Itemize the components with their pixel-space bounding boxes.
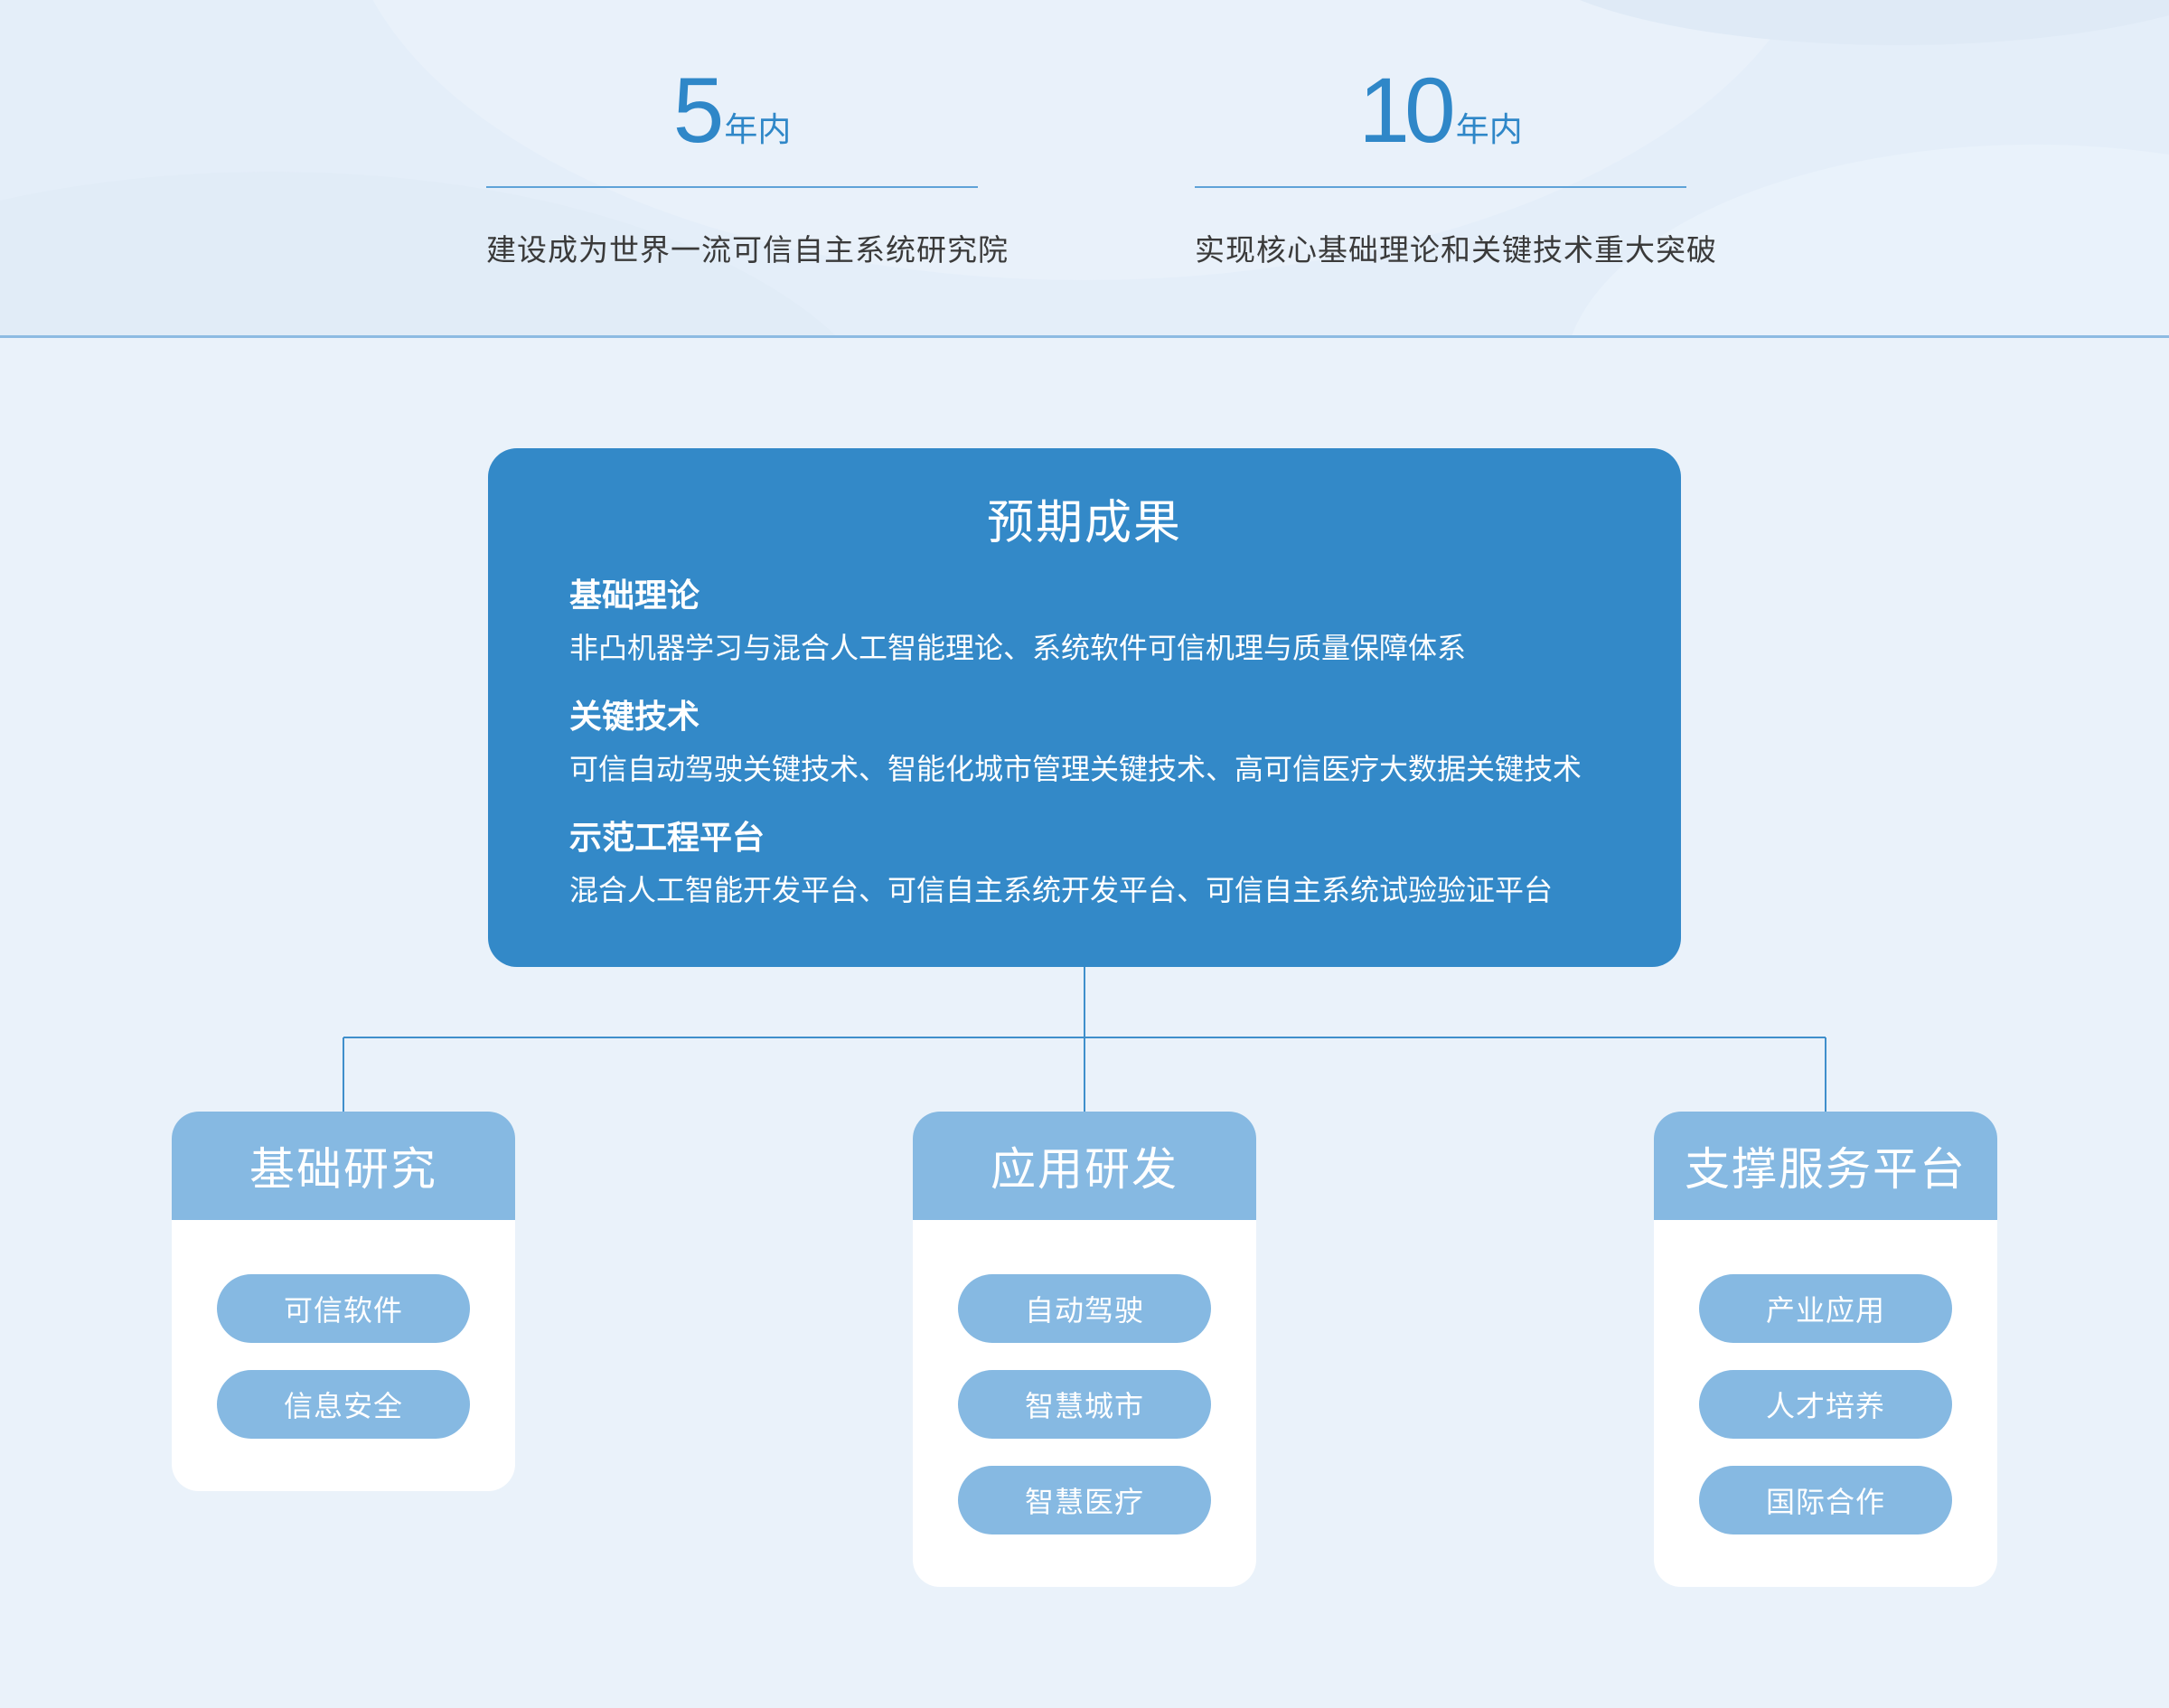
branch-item: 可信软件 <box>217 1274 470 1343</box>
goal-5-years: 5 年内 建设成为世界一流可信自主系统研究院 <box>486 59 1009 269</box>
branch-item: 智慧城市 <box>958 1370 1211 1439</box>
branch-item: 智慧医疗 <box>958 1466 1211 1534</box>
branch-item: 自动驾驶 <box>958 1274 1211 1343</box>
branch-basic-research: 基础研究 可信软件 信息安全 <box>172 1112 515 1491</box>
branch-applied-rnd: 应用研发 自动驾驶 智慧城市 智慧医疗 <box>913 1112 1256 1587</box>
goals-band: 5 年内 建设成为世界一流可信自主系统研究院 10 年内 实现核心基础理论和关键… <box>0 0 2169 338</box>
branch-support-platform: 支撑服务平台 产业应用 人才培养 国际合作 <box>1654 1112 1997 1587</box>
outcome-section-theory: 基础理论 非凸机器学习与混合人工智能理论、系统软件可信机理与质量保障体系 <box>569 575 1654 669</box>
expected-outcomes-box: 预期成果 基础理论 非凸机器学习与混合人工智能理论、系统软件可信机理与质量保障体… <box>488 448 1681 967</box>
goal-description: 实现核心基础理论和关键技术重大突破 <box>1195 232 1717 267</box>
goal-divider <box>486 186 978 188</box>
branch-title: 应用研发 <box>913 1112 1256 1220</box>
goal-unit: 年内 <box>724 110 792 149</box>
branch-item: 人才培养 <box>1699 1370 1952 1439</box>
goal-number: 5 <box>672 59 725 162</box>
goal-10-years: 10 年内 实现核心基础理论和关键技术重大突破 <box>1195 59 1717 269</box>
branch-item: 国际合作 <box>1699 1466 1952 1534</box>
section-text: 可信自动驾驶关键技术、智能化城市管理关键技术、高可信医疗大数据关键技术 <box>569 752 1582 786</box>
outcome-section-key-tech: 关键技术 可信自动驾驶关键技术、智能化城市管理关键技术、高可信医疗大数据关键技术 <box>569 696 1654 790</box>
goal-divider <box>1195 186 1686 188</box>
section-heading: 关键技术 <box>569 699 700 736</box>
section-text: 混合人工智能开发平台、可信自主系统开发平台、可信自主系统试验验证平台 <box>569 873 1554 907</box>
branch-title: 支撑服务平台 <box>1654 1112 1997 1220</box>
branch-item: 信息安全 <box>217 1370 470 1439</box>
section-heading: 示范工程平台 <box>569 820 765 857</box>
branch-item: 产业应用 <box>1699 1274 1952 1343</box>
goal-number: 10 <box>1358 59 1455 162</box>
background-curves <box>0 0 2169 335</box>
outcome-title: 预期成果 <box>986 496 1182 550</box>
outcome-section-platform: 示范工程平台 混合人工智能开发平台、可信自主系统开发平台、可信自主系统试验验证平… <box>569 817 1654 911</box>
section-text: 非凸机器学习与混合人工智能理论、系统软件可信机理与质量保障体系 <box>569 631 1467 665</box>
goal-description: 建设成为世界一流可信自主系统研究院 <box>486 232 1009 267</box>
goal-unit: 年内 <box>1455 110 1523 149</box>
branch-title: 基础研究 <box>172 1112 515 1220</box>
section-heading: 基础理论 <box>569 577 700 615</box>
